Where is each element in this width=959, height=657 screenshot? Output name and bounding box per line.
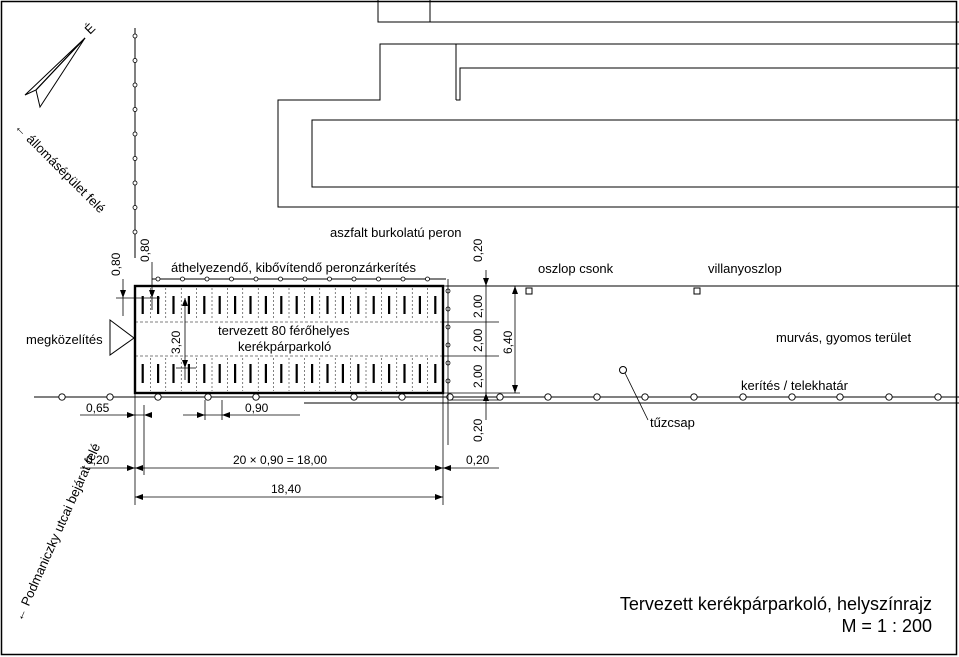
fence-post-icon [132, 131, 138, 137]
north-arrow-icon [24, 37, 86, 109]
fence-post-icon [278, 276, 283, 282]
north-label: É [82, 20, 99, 37]
platform-label: aszfalt burkolatú peron [330, 225, 462, 240]
fence-relocate-label: áthelyezendő, kibővítendő peronzárkeríté… [171, 260, 416, 275]
fence-post-icon [788, 393, 796, 401]
fence-post-icon [496, 393, 504, 401]
dim-320: 3,20 [169, 330, 183, 354]
fence-post-icon [934, 393, 942, 401]
bike-stalls [141, 288, 437, 391]
parking-label-line2: kerékpárparkoló [238, 339, 331, 354]
fence-post-icon [641, 393, 649, 401]
fence-post-icon [204, 393, 212, 401]
hydrant-label: tűzcsap [650, 415, 695, 430]
dim-200-c: 2,00 [471, 364, 485, 388]
fence-post-icon [154, 393, 162, 401]
fence-post-icon [327, 276, 332, 282]
fence-post-icon [132, 58, 138, 63]
fence-post-icon [400, 276, 406, 282]
pillar-stub-label: oszlop csonk [538, 261, 614, 276]
fence-post-icon [132, 156, 138, 161]
dimension-lines [80, 262, 520, 505]
vertical-fence-posts [132, 33, 138, 235]
fence-post-icon [739, 393, 747, 401]
approach-triangle-icon [109, 319, 135, 356]
dim-020-left: 0,20 [86, 453, 110, 467]
fence-post-icon [132, 229, 138, 235]
fence-post-icon [58, 393, 66, 401]
fence-post-icon [132, 205, 138, 210]
dim-total-inner: 20 × 0,90 = 18,00 [233, 453, 327, 467]
title-line1: Tervezett kerékpárparkoló, helyszínrajz [620, 594, 932, 614]
toward-station-label: ← állomásépület felé [12, 120, 108, 216]
fence-post-icon [155, 276, 161, 282]
fence-post-icon [302, 276, 308, 282]
fence-post-icon [132, 82, 138, 88]
fence-post-icon [398, 393, 406, 401]
dim-200-a: 2,00 [471, 294, 485, 318]
fence-boundary-label: kerítés / telekhatár [741, 378, 849, 393]
dimension-arrows [120, 278, 518, 500]
dim-020-right: 0,20 [466, 453, 490, 467]
dim-065: 0,65 [86, 401, 110, 415]
fence-post-icon [376, 276, 381, 282]
bike-parking-area [133, 284, 445, 395]
fence-post-icon [544, 393, 552, 401]
fence-post-icon [180, 276, 185, 282]
fence-post-icon [425, 276, 430, 282]
fence-post-icon [690, 393, 698, 401]
dim-640: 6,40 [501, 330, 515, 354]
fence-post-icon [204, 276, 210, 282]
dim-200-b: 2,00 [471, 328, 485, 352]
fence-post-icon [252, 393, 260, 401]
station-building-outline [277, 0, 959, 208]
boundary-fence-posts [58, 393, 942, 401]
fence-post-icon [836, 393, 844, 401]
fence-post-icon [229, 276, 234, 282]
pillar-icon [525, 287, 533, 295]
dim-080-a: 0,80 [109, 252, 123, 276]
fence-post-icon [253, 276, 259, 282]
fence-post-icon [132, 180, 138, 186]
dim-1840: 18,40 [271, 482, 301, 496]
approach-label: megközelítés [26, 332, 103, 347]
hydrant-icon [619, 366, 627, 374]
hydrant-leader [624, 372, 649, 421]
dim-020-top: 0,20 [471, 238, 485, 262]
power-pole-icon [693, 287, 701, 295]
fence-post-icon [351, 276, 357, 282]
fence-post-icon [885, 393, 893, 401]
fence-post-icon [593, 393, 601, 401]
fence-post-icon [132, 33, 138, 39]
fence-post-icon [350, 393, 358, 401]
gravel-area-label: murvás, gyomos terület [776, 330, 911, 345]
title-line2: M = 1 : 200 [841, 616, 932, 636]
dim-020-bottom: 0,20 [471, 418, 485, 442]
dim-080-b: 0,80 [138, 238, 152, 262]
parking-label-line1: tervezett 80 férőhelyes [218, 323, 350, 338]
dim-090: 0,90 [245, 401, 269, 415]
power-pole-label: villanyoszlop [708, 261, 782, 276]
fence-post-icon [132, 107, 138, 112]
fence-post-icon [106, 393, 114, 401]
